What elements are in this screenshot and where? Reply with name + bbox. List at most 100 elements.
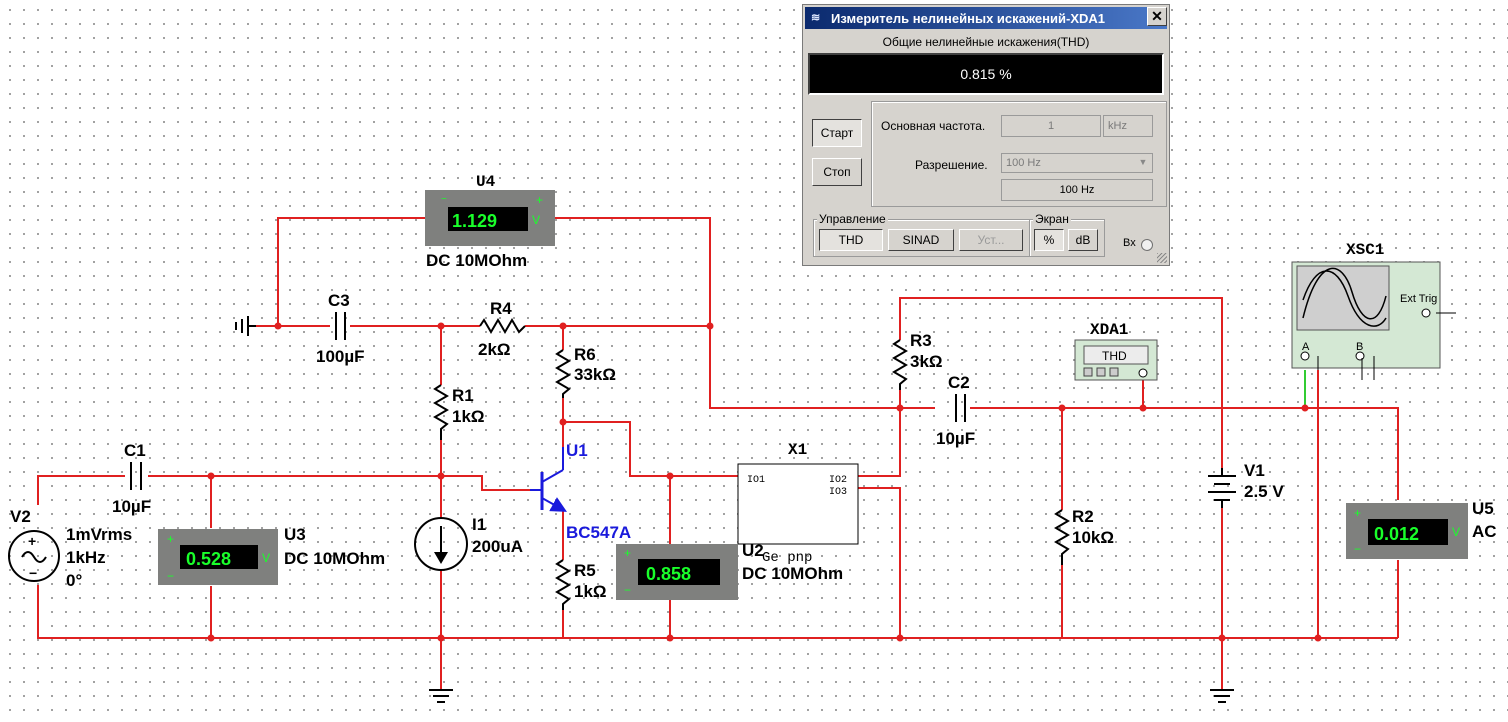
- u2-name: U2: [742, 541, 764, 560]
- xsc1-channel-b: B: [1356, 341, 1363, 353]
- xsc1-ext-trig: Ext Trig: [1400, 293, 1437, 305]
- v2-name: V2: [10, 507, 31, 526]
- r2-value: 10kΩ: [1072, 528, 1114, 547]
- v1-name: V1: [1244, 461, 1265, 480]
- u5-reading: 0.012: [1374, 524, 1419, 544]
- v2-frequency: 1kHz: [66, 548, 106, 567]
- r3-value: 3kΩ: [910, 352, 943, 371]
- u2-reading: 0.858: [646, 564, 691, 584]
- thd-analyzer-window: ≋ Измеритель нелинейных искажений-XDA1 ✕…: [802, 4, 1170, 266]
- thd-caption: Общие нелинейные искажения(THD): [882, 35, 1090, 49]
- capacitor-c3[interactable]: C3 100µF: [316, 291, 365, 366]
- junctions: [207, 322, 1322, 642]
- r4-name: R4: [490, 299, 512, 318]
- resistor-r3[interactable]: R3 3kΩ: [892, 331, 943, 390]
- percent-button[interactable]: %: [1034, 229, 1064, 251]
- svg-text:−: −: [29, 565, 37, 581]
- u4-reading: 1.129: [452, 211, 497, 231]
- window-title: Измеритель нелинейных искажений-XDA1: [831, 11, 1105, 26]
- svg-text:−: −: [624, 583, 631, 597]
- sinad-mode-button[interactable]: SINAD: [888, 229, 954, 251]
- x1-pin-io2: IO2: [829, 475, 847, 486]
- voltmeter-u3[interactable]: 0.528 + − V U3 DC 10MOhm: [158, 525, 385, 585]
- thd-display: 0.815 %: [808, 53, 1164, 95]
- x1-pin-io3: IO3: [829, 487, 847, 498]
- v2-amplitude: 1mVrms: [66, 525, 132, 544]
- capacitor-c1[interactable]: C1 10µF: [112, 441, 151, 516]
- i1-value: 200uA: [472, 537, 523, 556]
- resolution-select[interactable]: 100 Hz ▼: [1001, 153, 1153, 173]
- c3-value: 100µF: [316, 347, 365, 366]
- resize-grip-icon[interactable]: [1157, 253, 1167, 263]
- r5-name: R5: [574, 561, 596, 580]
- c3-name: C3: [328, 291, 350, 310]
- x1-name: X1: [788, 441, 807, 459]
- ac-source-v2[interactable]: + − V2 1mVrms 1kHz 0°: [8, 507, 132, 590]
- fundamental-freq-input[interactable]: 1: [1001, 115, 1101, 137]
- settings-group: [871, 101, 1167, 207]
- svg-text:+: +: [624, 546, 631, 560]
- thd-mode-button[interactable]: THD: [819, 229, 883, 251]
- v1-value: 2.5 V: [1244, 482, 1284, 501]
- svg-text:+: +: [28, 533, 36, 549]
- svg-text:V: V: [532, 213, 540, 227]
- transistor-u1[interactable]: U1 BC547A: [530, 441, 631, 542]
- battery-v1[interactable]: V1 2.5 V: [1208, 461, 1284, 508]
- stop-button[interactable]: Стоп: [812, 158, 862, 186]
- subcircuit-x1[interactable]: X1 IO1 IO2 IO3 Ge pnp: [737, 441, 859, 566]
- r2-name: R2: [1072, 507, 1094, 526]
- resistor-r1[interactable]: R1 1kΩ: [433, 384, 485, 440]
- xda1-name: XDA1: [1090, 321, 1128, 339]
- ground-i1-icon: [429, 689, 453, 703]
- xda1-button: THD: [1102, 349, 1127, 363]
- r1-name: R1: [452, 386, 474, 405]
- input-terminal[interactable]: [1141, 239, 1153, 251]
- instrument-xda1[interactable]: THD XDA1: [1074, 321, 1158, 381]
- u5-mode: AC: [1472, 522, 1497, 541]
- r1-value: 1kΩ: [452, 407, 485, 426]
- close-button[interactable]: ✕: [1147, 7, 1167, 26]
- capacitor-c2[interactable]: C2 10µF: [936, 373, 975, 448]
- voltmeter-u4[interactable]: 1.129 − + V U4 DC 10MOhm: [425, 173, 555, 270]
- control-group-label: Управление: [817, 212, 888, 226]
- svg-text:+: +: [536, 193, 543, 207]
- ground-v1-icon: [1210, 689, 1234, 703]
- control-group: [813, 219, 1031, 257]
- oscilloscope-xsc1[interactable]: Ext Trig A B XSC1: [1291, 241, 1456, 380]
- current-source-i1[interactable]: I1 200uA: [414, 515, 523, 571]
- resistor-r4[interactable]: R4 2kΩ: [478, 299, 526, 359]
- r5-value: 1kΩ: [574, 582, 607, 601]
- u1-name: U1: [566, 441, 588, 460]
- fundamental-freq-unit: kHz: [1103, 115, 1153, 137]
- settings-button[interactable]: Уст...: [959, 229, 1023, 251]
- u5-name: U5: [1472, 499, 1494, 518]
- display-group-label: Экран: [1033, 212, 1071, 226]
- voltmeter-u5[interactable]: 0.012 + − V U5 AC: [1346, 499, 1497, 559]
- db-button[interactable]: dB: [1068, 229, 1098, 251]
- start-button[interactable]: Старт: [812, 119, 862, 147]
- svg-text:−: −: [1354, 542, 1361, 556]
- c1-name: C1: [124, 441, 146, 460]
- c2-name: C2: [948, 373, 970, 392]
- fundamental-freq-label: Основная частота.: [881, 119, 986, 133]
- resolution-selected: 100 Hz: [1006, 157, 1041, 169]
- svg-text:−: −: [167, 569, 174, 583]
- u3-reading: 0.528: [186, 549, 231, 569]
- resolution-label: Разрешение.: [915, 158, 988, 172]
- r3-name: R3: [910, 331, 932, 350]
- chevron-down-icon[interactable]: ▼: [1136, 155, 1150, 170]
- x1-pin-io1: IO1: [747, 475, 765, 486]
- c2-value: 10µF: [936, 429, 975, 448]
- u4-mode: DC 10MOhm: [426, 251, 527, 270]
- resistor-r2[interactable]: R2 10kΩ: [1054, 507, 1114, 565]
- window-titlebar[interactable]: ≋ Измеритель нелинейных искажений-XDA1: [805, 7, 1167, 29]
- u1-model: BC547A: [566, 523, 631, 542]
- resistor-r6[interactable]: R6 33kΩ: [555, 345, 616, 398]
- close-icon: ✕: [1151, 8, 1163, 24]
- svg-text:V: V: [262, 551, 270, 565]
- x1-model: Ge pnp: [762, 550, 812, 566]
- c1-value: 10µF: [112, 497, 151, 516]
- voltmeter-u2[interactable]: 0.858 + − U2 DC 10MOhm: [616, 541, 843, 600]
- resistor-r5[interactable]: R5 1kΩ: [555, 559, 607, 610]
- xsc1-name: XSC1: [1346, 241, 1384, 259]
